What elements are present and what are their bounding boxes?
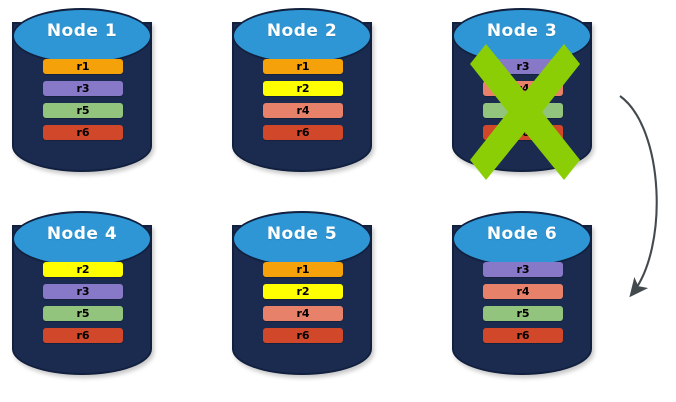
replica-chip[interactable]: r6 xyxy=(43,328,123,343)
replica-chip[interactable]: r4 xyxy=(483,81,563,96)
cylinder-top-ellipse xyxy=(452,211,592,267)
replica-chip[interactable]: r2 xyxy=(263,284,343,299)
replica-chip[interactable]: r6 xyxy=(483,328,563,343)
replica-chip[interactable]: r3 xyxy=(483,262,563,277)
replica-chip[interactable]: r5 xyxy=(483,103,563,118)
node-title: Node 6 xyxy=(486,224,558,244)
replica-list: r1 r2 r4 r6 xyxy=(263,59,343,140)
replica-list: r1 r3 r5 r6 xyxy=(43,59,123,140)
replica-list: r3 r4 r5 r6 xyxy=(483,59,563,140)
replica-chip[interactable]: r6 xyxy=(43,125,123,140)
node-cylinder-3[interactable]: Node 3 r3 r4 r5 r6 xyxy=(452,8,592,186)
replica-chip[interactable]: r1 xyxy=(43,59,123,74)
replica-chip[interactable]: r6 xyxy=(263,125,343,140)
cylinder-top-ellipse xyxy=(232,8,372,64)
replica-list: r3 r4 r5 r6 xyxy=(483,262,563,343)
replica-chip[interactable]: r3 xyxy=(483,59,563,74)
failover-arrow-path xyxy=(619,95,658,298)
node-cylinder-2[interactable]: Node 2 r1 r2 r4 r6 xyxy=(232,8,372,186)
node-cylinder-1[interactable]: Node 1 r1 r3 r5 r6 xyxy=(12,8,152,186)
cylinder-top-ellipse xyxy=(12,8,152,64)
node-title: Node 4 xyxy=(46,224,118,244)
replica-chip[interactable]: r4 xyxy=(263,306,343,321)
replica-chip[interactable]: r1 xyxy=(263,262,343,277)
node-title: Node 2 xyxy=(266,21,338,41)
node-cylinder-6[interactable]: Node 6 r3 r4 r5 r6 xyxy=(452,211,592,389)
node-title: Node 1 xyxy=(46,21,118,41)
node-title: Node 5 xyxy=(266,224,338,244)
replica-chip[interactable]: r3 xyxy=(43,284,123,299)
replica-list: r2 r3 r5 r6 xyxy=(43,262,123,343)
replica-chip[interactable]: r6 xyxy=(483,125,563,140)
replica-chip[interactable]: r5 xyxy=(483,306,563,321)
replica-chip[interactable]: r2 xyxy=(263,81,343,96)
replica-chip[interactable]: r5 xyxy=(43,103,123,118)
replica-chip[interactable]: r1 xyxy=(263,59,343,74)
replica-chip[interactable]: r2 xyxy=(43,262,123,277)
node-cylinder-4[interactable]: Node 4 r2 r3 r5 r6 xyxy=(12,211,152,389)
replica-chip[interactable]: r4 xyxy=(483,284,563,299)
replica-chip[interactable]: r3 xyxy=(43,81,123,96)
node-title: Node 3 xyxy=(486,21,558,41)
replica-chip[interactable]: r4 xyxy=(263,103,343,118)
replica-list: r1 r2 r4 r6 xyxy=(263,262,343,343)
node-cylinder-5[interactable]: Node 5 r1 r2 r4 r6 xyxy=(232,211,372,389)
replica-chip[interactable]: r5 xyxy=(43,306,123,321)
replica-chip[interactable]: r6 xyxy=(263,328,343,343)
